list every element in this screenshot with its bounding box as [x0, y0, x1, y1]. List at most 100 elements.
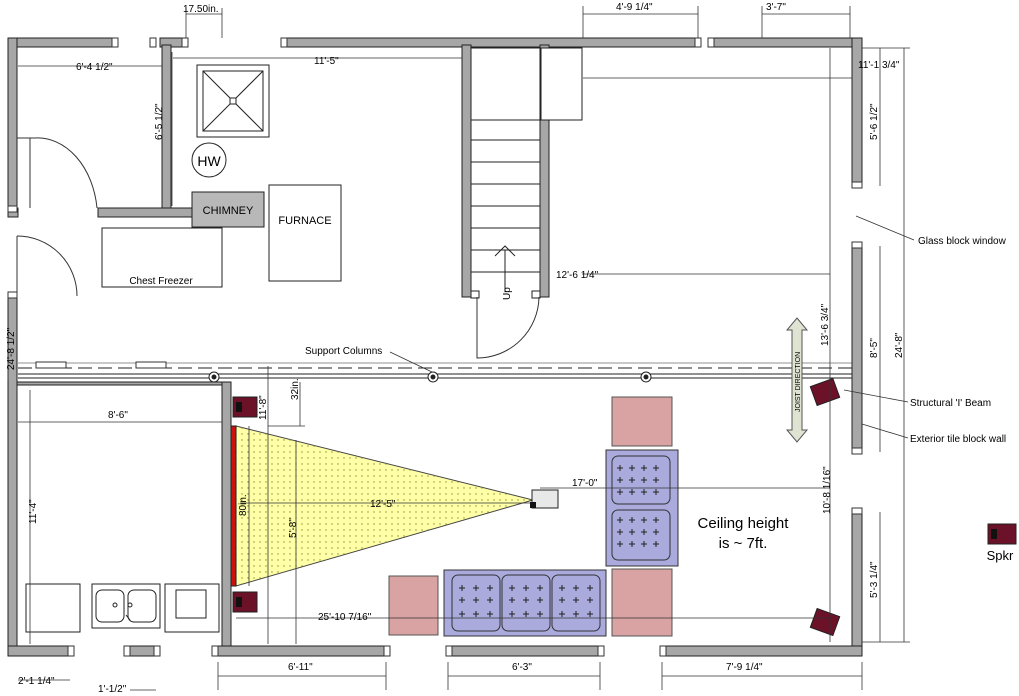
sofa-horizontal — [443, 569, 607, 637]
speakers — [232, 377, 1017, 637]
utility-door — [17, 137, 98, 209]
speaker-rear-right — [809, 377, 841, 407]
vent-1 — [35, 361, 67, 369]
tuft-mark — [587, 611, 593, 617]
tuft-mark — [629, 541, 635, 547]
tuft-mark — [587, 585, 593, 591]
dim-bot-6-3: 6'-3" — [512, 662, 532, 673]
chest-freezer — [101, 227, 223, 288]
projector — [531, 489, 559, 509]
screen — [230, 425, 237, 587]
dimension-lines — [7, 6, 910, 691]
wall-bottom-2 — [127, 645, 157, 657]
tuft-mark — [559, 585, 565, 591]
tuft-mark — [487, 597, 493, 603]
tuft-mark — [653, 465, 659, 471]
tuft-mark — [617, 489, 623, 495]
dim-utility-width: 6'-4 1/2" — [76, 62, 113, 73]
tuft-mark — [629, 477, 635, 483]
tuft-mark — [473, 611, 479, 617]
furnace — [268, 184, 342, 282]
support-columns — [208, 371, 652, 383]
wall-right-3 — [851, 511, 863, 657]
tuft-mark — [559, 611, 565, 617]
callout-support-columns: Support Columns — [305, 346, 382, 357]
tuft-mark — [473, 585, 479, 591]
dim-right-5-3: 5'-3 1/4" — [869, 561, 880, 598]
dim-room-8-6: 8'-6" — [108, 410, 128, 421]
tuft-mark — [653, 517, 659, 523]
tuft-mark — [487, 611, 493, 617]
tuft-mark — [629, 489, 635, 495]
chimney-label: CHIMNEY — [203, 205, 254, 217]
dim-right-5-6: 5'-6 1/2" — [869, 103, 880, 140]
dim-right-11-1: 11'-1 3/4" — [858, 60, 900, 71]
tuft-mark — [653, 477, 659, 483]
tuft-mark — [523, 597, 529, 603]
wall-bottom-4 — [447, 645, 601, 657]
wall-top-1 — [7, 37, 115, 48]
tuft-mark — [459, 585, 465, 591]
tuft-mark — [509, 597, 515, 603]
dim-right-10-8: 10'-8 1/16" — [822, 466, 833, 514]
tuft-mark — [537, 585, 543, 591]
dim-bot-2-1: 2'-1 1/4" — [18, 676, 55, 687]
ceiling-height-line2: is ~ 7ft. — [719, 535, 768, 552]
tuft-mark — [629, 529, 635, 535]
dim-right-24-8: 24'-8" — [894, 332, 905, 358]
dim-bot-7-9: 7'-9 1/4" — [726, 662, 763, 673]
tuft-mark — [641, 465, 647, 471]
freezer-label: Chest Freezer — [129, 276, 193, 287]
tuft-mark — [559, 597, 565, 603]
wall-bottom-1 — [7, 645, 71, 657]
sofa-vertical — [605, 449, 679, 567]
tuft-mark — [509, 611, 515, 617]
dim-top-3-7: 3'-7" — [766, 2, 786, 13]
shower — [196, 64, 270, 138]
dim-32in: 32in. — [290, 378, 301, 400]
dim-utility-height: 6'-5 1/2" — [154, 103, 165, 140]
wall-top-3 — [286, 37, 700, 48]
tuft-mark — [617, 541, 623, 547]
dim-bot-1-half: 1'-1/2" — [98, 684, 127, 695]
ceiling-height-line1: Ceiling height — [698, 515, 790, 532]
dim-stair-12-6: 12'-6 1/4" — [556, 270, 599, 281]
tuft-mark — [537, 597, 543, 603]
dim-right-8-5: 8'-5" — [869, 338, 880, 358]
tuft-mark — [573, 597, 579, 603]
dim-bot-6-11: 6'-11" — [288, 662, 313, 673]
callout-beam: Structural 'I' Beam — [910, 398, 991, 409]
tuft-mark — [641, 541, 647, 547]
tuft-mark — [641, 477, 647, 483]
tuft-mark — [537, 611, 543, 617]
laundry-fixtures — [25, 583, 220, 633]
dim-top-4-9: 4'-9 1/4" — [616, 2, 653, 13]
tuft-mark — [653, 529, 659, 535]
wall-utility-bottom — [97, 207, 194, 218]
dim-mid-11-5: 11'-5" — [314, 56, 339, 67]
dim-room-11-4: 11'-4" — [28, 499, 39, 524]
dim-80in: 80in. — [238, 494, 249, 516]
tuft-mark — [573, 585, 579, 591]
dim-right-13-6: 13'-6 3/4" — [820, 303, 831, 346]
callout-leaders — [389, 215, 915, 439]
tuft-mark — [459, 611, 465, 617]
callout-exterior-wall: Exterior tile block wall — [910, 434, 1006, 445]
furnace-label: FURNACE — [278, 215, 331, 227]
chair-1 — [611, 396, 673, 447]
tuft-mark — [473, 597, 479, 603]
window-markers — [7, 37, 863, 657]
tuft-mark — [629, 465, 635, 471]
tuft-mark — [459, 597, 465, 603]
dim-top-window: 17.50in. — [183, 4, 219, 15]
hw-label: HW — [197, 153, 221, 169]
callout-glass-block: Glass block window — [918, 236, 1007, 247]
joist-arrow — [785, 317, 809, 443]
stair-door — [476, 296, 540, 359]
wall-partition — [221, 381, 232, 647]
wall-left-upper — [7, 37, 18, 209]
dim-5-8: 5'-8" — [288, 518, 299, 538]
tuft-mark — [641, 489, 647, 495]
wall-stair-left — [461, 44, 472, 298]
